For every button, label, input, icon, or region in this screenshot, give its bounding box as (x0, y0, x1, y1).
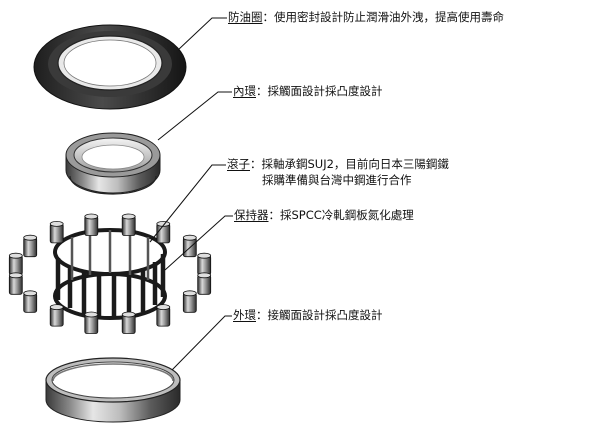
callout-outer-ring-desc: ：接觸面設計採凸度設計 (256, 308, 383, 322)
leader-inner-ring (157, 91, 232, 141)
outer-ring (45, 357, 181, 423)
roller (23, 290, 38, 313)
roller (8, 272, 23, 295)
callout-cage-desc: ：採SPCC冷軋鋼板氮化處理 (268, 208, 414, 222)
callout-seal-name: 防油圈 (228, 10, 263, 24)
roller (156, 304, 171, 327)
callout-cage-name: 保持器 (234, 208, 269, 222)
callout-roller-desc-1: ：採軸承鋼SUJ2，目前向日本三陽鋼鐵 (250, 157, 449, 171)
roller (156, 220, 171, 244)
callout-roller-desc-2: 採購準備與台灣中鋼進行合作 (262, 173, 412, 187)
leader-outer-ring (171, 315, 232, 371)
leader-cage (164, 215, 233, 271)
roller (84, 213, 99, 236)
roller (197, 272, 212, 295)
roller (182, 234, 197, 258)
cage-bars (55, 254, 166, 318)
callout-inner-ring: 內環：採觸面設計採凸度設計 (233, 83, 383, 99)
roller (121, 311, 136, 334)
roller (8, 252, 23, 276)
callout-outer-ring: 外環：接觸面設計採凸度設計 (233, 307, 383, 323)
callout-seal: 防油圈：使用密封設計防止潤滑油外洩，提高使用壽命 (228, 9, 504, 25)
roller (49, 220, 64, 244)
leader-lines (149, 17, 233, 371)
callout-roller-name: 滾子 (227, 157, 250, 171)
leader-roller (149, 164, 226, 243)
callout-cage: 保持器：採SPCC冷軋鋼板氮化處理 (234, 207, 414, 223)
callout-roller: 滾子：採軸承鋼SUJ2，目前向日本三陽鋼鐵 採購準備與台灣中鋼進行合作 (227, 156, 449, 188)
roller (197, 252, 212, 276)
callout-inner-ring-name: 內環 (233, 84, 256, 98)
roller (84, 311, 99, 334)
roller (182, 290, 197, 313)
callout-outer-ring-name: 外環 (233, 308, 256, 322)
callout-seal-desc: ：使用密封設計防止潤滑油外洩，提高使用壽命 (262, 10, 505, 24)
inner-ring (65, 132, 161, 195)
callout-inner-ring-desc: ：採觸面設計採凸度設計 (256, 84, 383, 98)
roller (23, 234, 38, 258)
leader-seal (177, 17, 227, 51)
roller (49, 304, 64, 327)
roller (121, 213, 136, 236)
seal-ring (33, 24, 187, 110)
cage (53, 228, 167, 320)
